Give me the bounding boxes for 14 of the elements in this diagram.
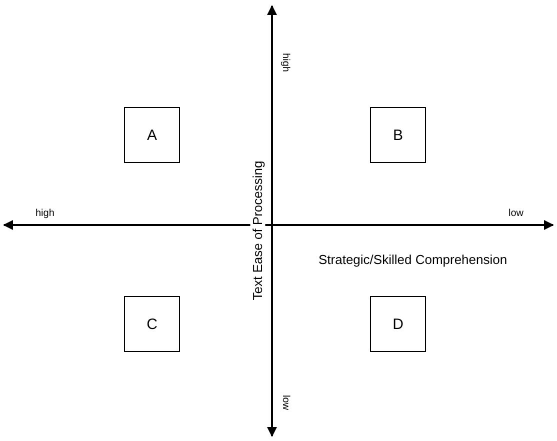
quadrant-box [124, 107, 180, 163]
quadrant-box [370, 107, 426, 163]
axis-end-label: low [508, 208, 524, 218]
quadrant-letter: B [392, 126, 403, 144]
quadrant-letter: A [146, 126, 157, 144]
axis-end-label: high [279, 52, 290, 72]
axis-end-label: low [280, 394, 290, 410]
quadrant-letter: D [392, 316, 404, 332]
quadrant-box [370, 296, 426, 352]
axis-title: Text Ease of Processing [250, 160, 265, 300]
quadrant-letter: C [146, 316, 158, 332]
axis-end-label: high [36, 208, 54, 218]
quadrant-box [124, 296, 180, 352]
axis-title: Strategic/Skilled Comprehension [318, 252, 508, 266]
